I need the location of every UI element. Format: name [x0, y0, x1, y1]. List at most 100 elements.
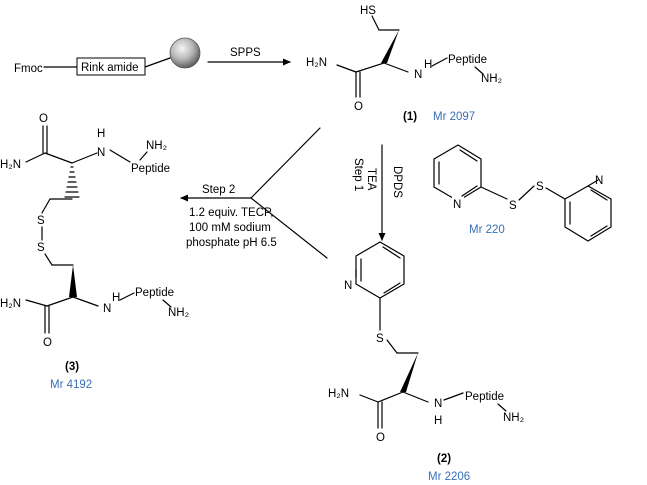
top-peptide: Peptide [131, 163, 170, 175]
step2-cond2: 100 mM sodium [189, 222, 271, 234]
dpds-s1: S [509, 200, 517, 212]
dpds-left-n: N [453, 199, 461, 211]
bottom-nh2: NH₂ [168, 307, 189, 319]
fmoc-label: Fmoc [14, 63, 43, 75]
bottom-peptide: Peptide [135, 287, 174, 299]
bottom-carbonyl-o: O [43, 337, 52, 349]
step1-reagent: DPDS [391, 166, 403, 198]
peptide-label: Peptide [448, 54, 487, 66]
compound-3: O H₂N H N NH₂ Peptide S S [0, 113, 189, 391]
starting-resin: Fmoc Rink amide [14, 37, 201, 76]
bottom-amide-n: H₂N [0, 298, 21, 310]
dpds-right-n: N [595, 175, 603, 187]
pyridine-ring [355, 241, 405, 299]
dpds-right-ring [564, 185, 612, 242]
nh-h-label: H [424, 59, 432, 71]
bottom-s-ch2-bond [44, 253, 53, 266]
alpha-n-bond-2 [402, 391, 429, 403]
compound-3-mr: Mr 4192 [50, 379, 92, 391]
alpha-carbonyl-bond [355, 62, 385, 73]
disulfide-s2: S [37, 242, 45, 254]
peptide-nh2-bond-2 [497, 403, 507, 412]
amide-n-label-2: H₂N [328, 388, 349, 400]
convergence-line-bottom [250, 197, 328, 259]
amide-n-bond [336, 64, 357, 73]
dpds-left-double-2 [459, 149, 478, 162]
nh-n-2: N [434, 398, 442, 410]
bottom-nh-h: H [112, 292, 120, 304]
top-alpha-bond [44, 152, 73, 164]
dpds-left-ring [433, 144, 482, 202]
wedge-bond-bottom [69, 265, 77, 297]
nh2-label: NH₂ [481, 73, 502, 85]
compound-2: N S H₂N O N H Peptide NH₂ (2) Mr 2206 [328, 241, 524, 483]
dpds-c-s-bond [480, 186, 508, 200]
amide-n-bond-2 [359, 394, 379, 403]
nh-n-label: N [414, 69, 422, 81]
bottom-nh-n: N [103, 303, 111, 315]
spps-arrow: SPPS [207, 47, 291, 66]
top-nh-n: N [97, 147, 105, 159]
carbonyl-o-2: O [376, 432, 385, 444]
dpds-left-double-3 [461, 185, 478, 197]
compound-1: HS H₂N O N H Peptide NH₂ (1) Mr 2097 [306, 5, 502, 123]
dpds-right-n-bond [587, 179, 599, 187]
spps-label: SPPS [230, 47, 261, 59]
bottom-alpha-carbonyl-bond [46, 296, 74, 307]
top-amide-n: H₂N [0, 159, 21, 171]
dpds-right-n-mask [593, 173, 605, 185]
top-nh-h: H [97, 128, 105, 140]
compound-2-mr: Mr 2206 [428, 471, 470, 483]
step2-cond1: 1.2 equiv. TECP, [189, 207, 273, 219]
hashed-wedge-top [64, 166, 80, 198]
peptide-nh2-bond [474, 66, 484, 75]
pyridine-n: N [344, 280, 352, 292]
wedge-bond-2 [400, 353, 418, 392]
nh-h-2: H [434, 415, 442, 427]
top-peptide-nh2-bond [139, 151, 148, 161]
rink-amide-label: Rink amide [81, 62, 139, 74]
bottom-n-peptide-bond [119, 292, 135, 301]
compound-2-id: (2) [437, 453, 451, 465]
top-n-peptide-bond [109, 149, 131, 163]
n-peptide-bond-2 [443, 392, 464, 401]
step1-label: Step 1 [352, 158, 364, 191]
sulfur-label: S [376, 333, 384, 345]
resin-bead [169, 37, 201, 69]
nh2-label-2: NH₂ [503, 412, 524, 424]
s-ch2-bond [386, 339, 398, 354]
pyridine-n-mask [343, 277, 355, 290]
dpds-structure: N S S N Mr 220 [433, 144, 612, 242]
alpha-n-bond [383, 62, 409, 73]
dpds-s-s-bond [518, 185, 535, 201]
resin-bond [144, 57, 171, 68]
wedge-bond [381, 30, 399, 63]
bottom-peptide-nh2-bond [162, 299, 172, 308]
compound-1-mr: Mr 2097 [433, 111, 475, 123]
cys-s-bond [371, 15, 380, 31]
dpds-s-c-bond [545, 187, 566, 200]
step2-cond3: phosphate pH 6.5 [186, 237, 277, 249]
step2-arrow: Step 2 1.2 equiv. TECP, 100 mM sodium ph… [180, 127, 328, 259]
top-alpha-n-bond [71, 152, 98, 164]
convergence-line-top [250, 127, 321, 199]
amide-n-label: H₂N [306, 57, 327, 69]
pyridine-double-3 [383, 282, 401, 294]
peptide-label-2: Peptide [465, 391, 504, 403]
bottom-alpha-n-bond [72, 296, 99, 307]
step1-base: TEA [365, 168, 377, 191]
top-carbonyl-o: O [39, 113, 48, 125]
dpds-right-double-2 [590, 225, 608, 237]
dpds-left-n-mask [452, 197, 464, 209]
top-ch2-s-bond [41, 198, 51, 214]
disulfide-s1: S [37, 215, 45, 227]
step1-arrow: DPDS TEA Step 1 [352, 144, 403, 241]
compound-1-id: (1) [403, 111, 417, 123]
n-peptide-bond [431, 57, 448, 67]
bottom-amide-bond [25, 299, 48, 307]
compound-3-id: (3) [65, 361, 79, 373]
alpha-carbonyl-bond-2 [377, 391, 404, 403]
dpds-s2: S [536, 181, 544, 193]
top-amide-bond [25, 152, 46, 163]
